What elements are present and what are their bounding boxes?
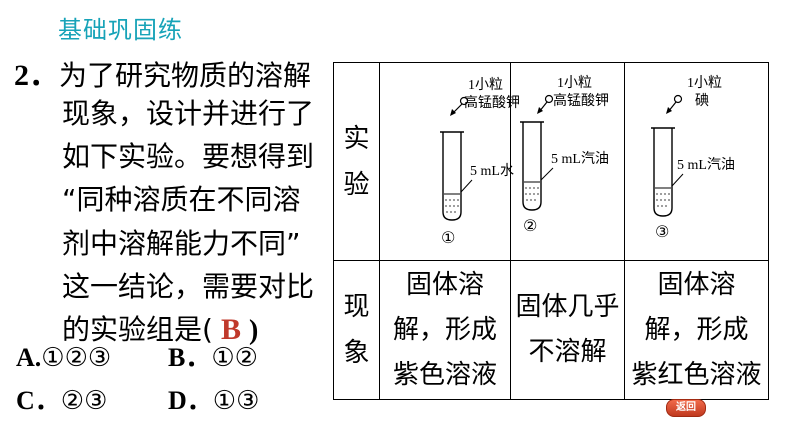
answer-mark: B [220, 313, 241, 346]
row-header-experiment: 实 验 [333, 62, 380, 261]
experiment-number-1: ① [441, 227, 456, 247]
phenomenon-cell-1: 固体溶 解，形成 紫色溶液 [379, 260, 511, 400]
solute-label-3a: 1小粒 [687, 75, 722, 91]
phenomenon-cell-2: 固体几乎 不溶解 [510, 260, 625, 400]
test-tube-icon [520, 120, 544, 211]
solvent-label-2: 5 mL汽油 [551, 151, 609, 167]
experiment-cell-3: 1小粒 碘 5 mL汽油 ③ [624, 62, 769, 261]
experiment-cell-1: 1小粒 高锰酸钾 5 mL水 ① [379, 62, 520, 261]
solute-label-1a: 1小粒 [468, 77, 503, 93]
test-tube-icon [651, 126, 675, 217]
solvent-label-1: 5 mL水 [470, 163, 514, 179]
question-line-2: 现象，设计并进行了 [62, 97, 315, 130]
section-title: 基础巩固练 [58, 16, 183, 44]
solute-label-2a: 1小粒 [557, 75, 592, 91]
question-line-4: “同种溶质在不同溶 [62, 183, 301, 216]
solute-label-1b: 高锰酸钾 [464, 95, 520, 111]
question-number: 2． [14, 59, 59, 92]
option-a[interactable]: A.①②③ [16, 343, 112, 373]
experiment-cell-2: 1小粒 高锰酸钾 5 mL汽油 ② [510, 62, 625, 261]
particle-dot-icon [666, 94, 683, 114]
test-tube-figure-3 [651, 94, 684, 217]
test-tube-icon [440, 130, 464, 221]
option-d[interactable]: D．①③ [168, 386, 260, 416]
question-line-6: 这一结论，需要对比 [62, 270, 315, 303]
solute-label-2b: 高锰酸钾 [553, 93, 609, 109]
particle-dot-icon [450, 96, 469, 116]
question-line-1: 2．为了研究物质的溶解 [14, 59, 312, 92]
option-b[interactable]: B．①② [168, 343, 258, 373]
experiment-number-2: ② [523, 215, 538, 235]
phenomenon-cell-3: 固体溶 解，形成 紫红色溶液 [624, 260, 769, 400]
question-line-3: 如下实验。要想得到 [62, 140, 315, 173]
question-line-7: 的实验组是(B) [62, 313, 259, 346]
question-line-5: 剂中溶解能力不同” [62, 227, 301, 260]
test-tube-figure-2 [520, 94, 554, 211]
solute-label-3b: 碘 [695, 93, 709, 109]
back-button[interactable]: 返回 [666, 399, 706, 417]
experiment-table: 实 验 [333, 62, 769, 400]
solvent-label-3: 5 mL汽油 [677, 157, 735, 173]
option-c[interactable]: C．②③ [16, 386, 108, 416]
row-header-phenomenon: 现 象 [333, 260, 380, 400]
test-tube-figure-1 [440, 96, 473, 221]
particle-dot-icon [537, 94, 554, 114]
experiment-number-3: ③ [655, 221, 670, 241]
